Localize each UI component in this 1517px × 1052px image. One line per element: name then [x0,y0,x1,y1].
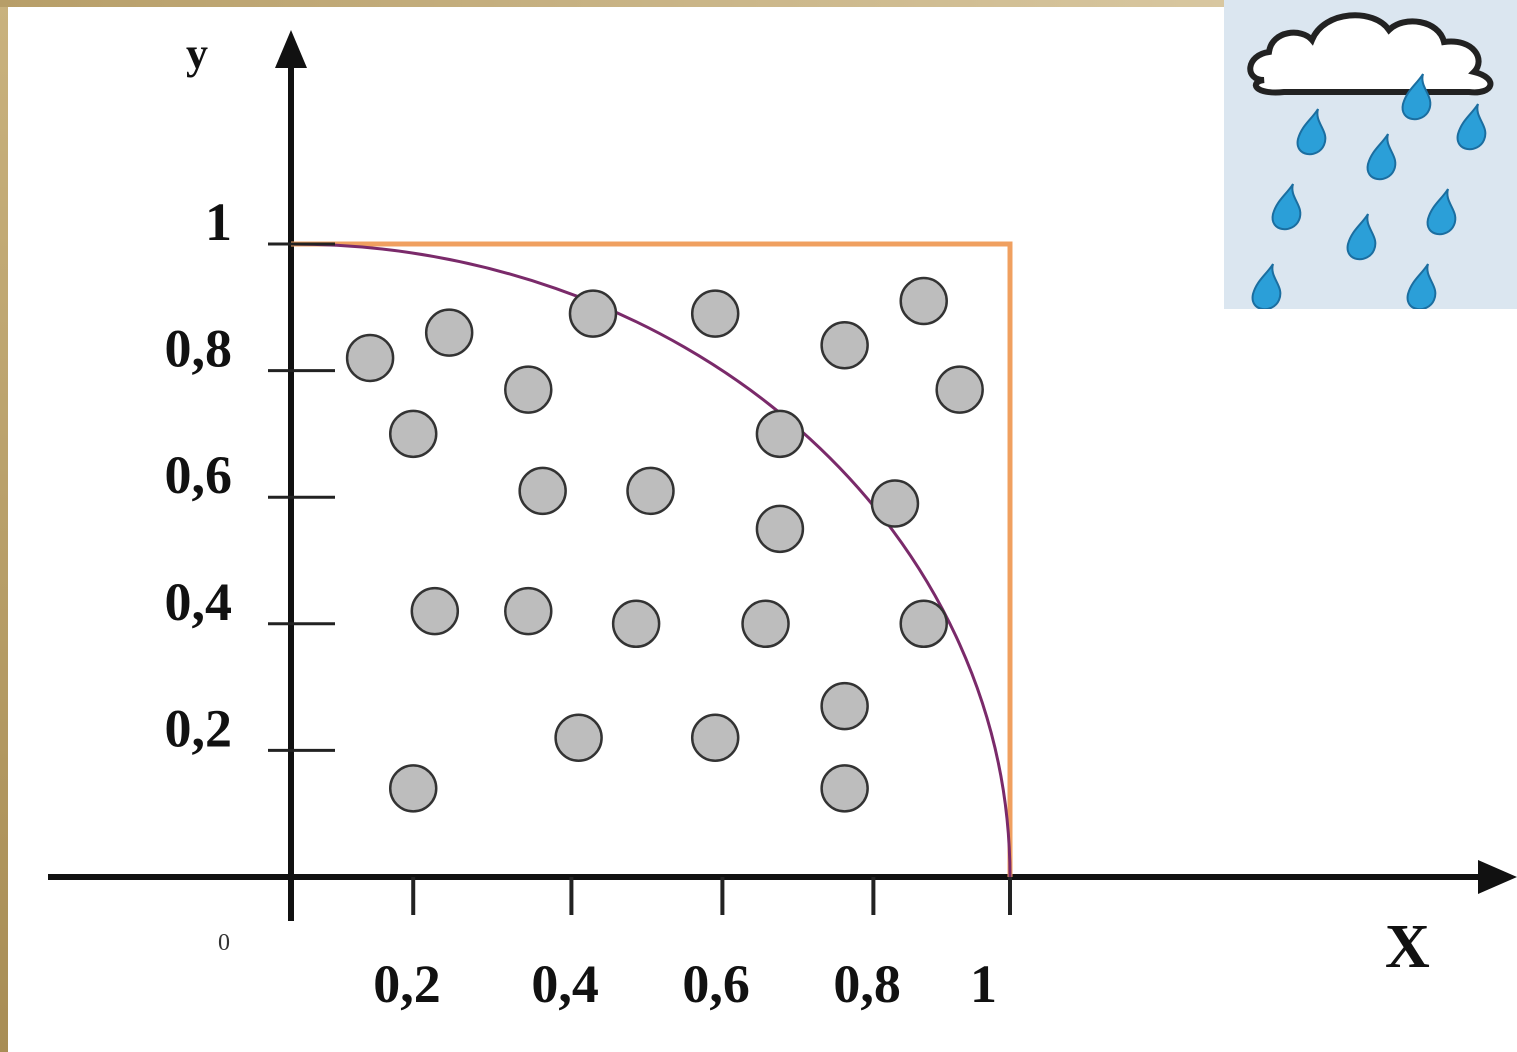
raindrop-shape [1406,263,1437,309]
y-tick-label: 0,8 [165,319,233,379]
x-tick-label: 1 [970,954,997,1014]
scatter-point [554,713,603,762]
scatter-point [690,289,740,338]
y-tick-label: 0,4 [165,572,233,632]
raindrop-shape [1366,133,1397,180]
raindrop-shape [1456,103,1487,150]
y-axis-arrow [275,30,307,68]
scatter-point [820,681,869,731]
x-axis-label: X [1385,913,1430,981]
scatter-point [611,599,661,649]
scatter-point [870,479,920,528]
scatter-point [626,466,675,516]
scatter-point [755,504,805,554]
raindrop-shape [1271,183,1302,230]
scatter-point [899,276,948,326]
raindrop-shape [1401,73,1432,120]
origin-label: 0 [218,930,230,956]
raindrop-shape [1426,188,1457,235]
scatter-point [741,599,790,649]
y-tick-label: 0,2 [165,698,233,758]
scatter-point [755,409,805,459]
scatter-point [345,333,395,383]
cloud-shape [1247,12,1494,96]
x-tick-label: 0,4 [531,954,599,1014]
scatter-point [504,365,553,414]
scatter-point [388,764,438,813]
x-tick-label: 0,8 [833,954,901,1014]
slide-frame-left [0,0,8,1052]
unit-square [291,241,1013,877]
points-layer [345,276,984,813]
y-tick-label: 0,6 [165,445,233,505]
scatter-point [690,713,740,762]
scatter-point [820,321,869,370]
scatter-point [568,289,618,338]
y-tick-label: 1 [205,192,232,252]
raindrop-shape [1251,263,1282,309]
scatter-point [424,308,474,357]
x-axis-arrow [1478,860,1517,894]
scatter-point [388,409,438,459]
scatter-point [504,586,553,636]
raindrop-shape [1346,213,1377,260]
ticks-layer: 0,2 0,4 0,6 0,8 1 1 0,8 0,6 0,4 0,2 [165,192,1012,1014]
y-axis-label: y [186,29,208,78]
raindrop-shape [1296,108,1327,155]
x-tick-label: 0,6 [682,954,750,1014]
slide-frame-top [0,0,1225,7]
scatter-point [820,764,869,813]
x-tick-label: 0,2 [373,954,441,1014]
scatter-point [410,586,460,636]
scatter-point [899,599,948,649]
scatter-point [518,466,567,516]
rain-cloud-icon [1224,0,1517,309]
scatter-point [935,365,984,414]
raindrops [1251,73,1487,309]
